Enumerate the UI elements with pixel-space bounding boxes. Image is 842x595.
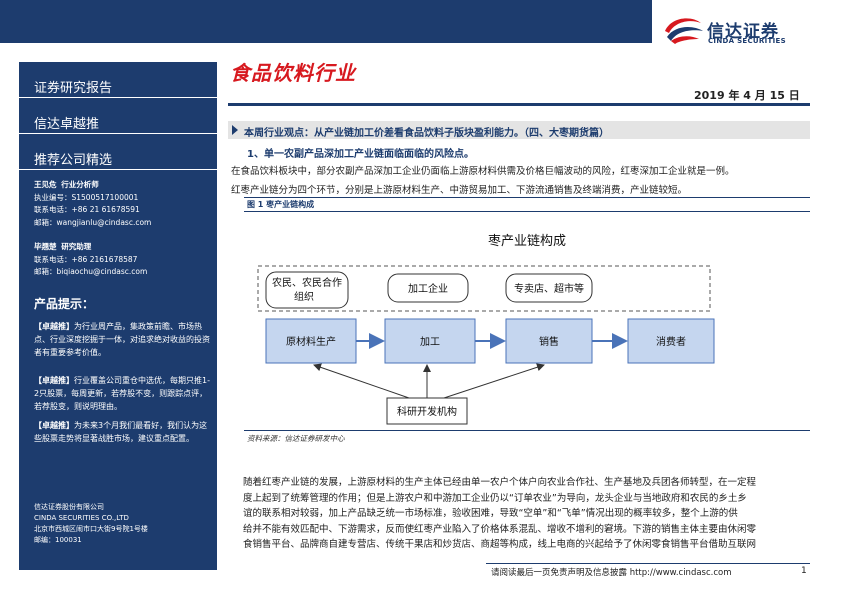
hint-text: 行业覆盖公司重仓中选优，每期只推1-2只股票，每周更新，若荐股不变，则跟踪点评，… bbox=[34, 376, 210, 411]
paragraph-line: 在食品饮料板块中，部分农副产品深加工企业仍面临上游原材料供需及价格巨幅波动的风险… bbox=[231, 166, 735, 177]
actor-label-farmers-2: 组织 bbox=[294, 290, 314, 303]
company-name-cn: 信达证券股份有限公司 bbox=[34, 503, 104, 511]
logo-english-text: CINDA SECURITIES bbox=[708, 37, 786, 45]
author-block-1: 王见危 行业分析师 执业编号：S1500517100001 联系电话：+86 2… bbox=[34, 179, 151, 229]
logo-chinese-text: 信达证券 bbox=[707, 22, 779, 42]
company-street: 北京市西城区闹市口大街9号院1号楼 bbox=[34, 525, 148, 533]
header-rule bbox=[228, 103, 810, 106]
author-block-2: 毕翘楚 研究助理 联系电话：+86 2161678587 邮箱：biqiaoch… bbox=[34, 241, 147, 279]
author-name: 王见危 bbox=[34, 180, 57, 189]
company-address: 信达证券股份有限公司 CINDA SECURITIES CO.,LTD 北京市西… bbox=[34, 502, 148, 546]
actor-box-processor bbox=[387, 273, 469, 303]
viewpoint-text: 本周行业观点：从产业链加工价差看食品饮料子版块盈利能力。（四、大枣期货篇） bbox=[244, 128, 609, 139]
arrow-research-to-sales bbox=[443, 363, 545, 399]
actor-label-farmers-1: 农民、农民合作 bbox=[272, 276, 342, 289]
paragraph-line: 红枣产业链分为四个环节，分别是上游原材料生产、中游贸易加工、下游流通销售及终端消… bbox=[231, 185, 688, 196]
figure-source: 资料来源：信达证券研发中心 bbox=[247, 434, 345, 443]
actors-dashed-frame bbox=[257, 265, 711, 312]
figure-caption: 图 1 枣产业链构成 bbox=[247, 200, 315, 209]
industry-title: 食品饮料行业 bbox=[230, 61, 356, 85]
body-line: 给并不能有效匹配中、下游需求，反而使红枣产业陷入了价格体系混乱、增收不增利的窘境… bbox=[243, 524, 757, 535]
figure-top-rule bbox=[244, 197, 810, 198]
actor-box-stores bbox=[505, 273, 593, 303]
hint-text: 为未来3个月我们最看好，我们认为这些股票走势将显著战胜市场，建议重点配置。 bbox=[34, 421, 208, 443]
hint-key: 【卓越推】 bbox=[34, 421, 74, 430]
arrow-right-icon bbox=[232, 125, 238, 135]
research-label: 科研开发机构 bbox=[397, 405, 457, 418]
product-hint-title: 产品提示： bbox=[34, 297, 95, 311]
footer-rule bbox=[486, 563, 810, 564]
viewpoint-banner: 本周行业观点：从产业链加工价差看食品饮料子版块盈利能力。（四、大枣期货篇） bbox=[228, 121, 810, 139]
diagram-title: 枣产业链构成 bbox=[488, 234, 566, 249]
hint-key: 【卓越推】 bbox=[34, 376, 74, 385]
body-line: 度上起到了统筹管理的作用；但是上游农户和中游加工企业仍以“订单农业”为导向，龙头… bbox=[243, 493, 747, 504]
author-role: 行业分析师 bbox=[61, 180, 99, 189]
author-name: 毕翘楚 bbox=[34, 242, 57, 251]
actor-box-farmers bbox=[265, 271, 349, 309]
company-postcode: 邮编：100031 bbox=[34, 536, 82, 544]
report-date: 2019 年 4 月 15 日 bbox=[694, 89, 800, 102]
research-box bbox=[386, 397, 468, 425]
footer-disclaimer-link[interactable]: 请阅读最后一页免责声明及信息披露 http://www.cindasc.com bbox=[491, 568, 732, 578]
author-email: 邮箱：wangjianlu@cindasc.com bbox=[34, 217, 152, 227]
author-email: 邮箱：biqiaochu@cindasc.com bbox=[34, 267, 148, 276]
product-hint-3: 【卓越推】为未来3个月我们最看好，我们认为这些股票走势将显著战胜市场，建议重点配… bbox=[34, 419, 210, 445]
stage-box-raw bbox=[265, 318, 357, 364]
hint-key: 【卓越推】 bbox=[34, 322, 74, 331]
body-line: 随着红枣产业链的发展，上游原材料的生产主体已经由单一农户个体户向农业合作社、生产… bbox=[243, 477, 757, 488]
figure-bottom-rule bbox=[244, 430, 810, 431]
author-phone: 联系电话：+86 2161678587 bbox=[34, 254, 138, 264]
author-phone: 联系电话：+86 21 61678591 bbox=[34, 205, 140, 214]
cinda-logo-icon bbox=[665, 18, 703, 44]
stage-box-processing bbox=[384, 318, 476, 364]
stage-label-raw: 原材料生产 bbox=[286, 335, 336, 348]
sidebar-title-report: 证券研究报告 bbox=[34, 81, 113, 96]
sidebar: 证券研究报告 信达卓越推 推荐公司精选 王见危 行业分析师 执业编号：S1500… bbox=[19, 62, 217, 570]
sidebar-divider bbox=[19, 97, 217, 98]
header-bar bbox=[0, 0, 652, 43]
stage-label-processing: 加工 bbox=[420, 336, 440, 348]
product-hint-2: 【卓越推】行业覆盖公司重仓中选优，每期只推1-2只股票，每周更新，若荐股不变，则… bbox=[34, 374, 210, 413]
jujube-chain-diagram: 枣产业链构成 农民、农民合作 组织 加工企业 专卖店、超市等 原材料生产 加工 … bbox=[257, 234, 715, 425]
company-name-en: CINDA SECURITIES CO.,LTD bbox=[34, 514, 129, 522]
body-line: 食销售平台、品牌商自建专营店、传统干果店和炒货店、商超等构成，线上电商的兴起给予… bbox=[243, 539, 757, 550]
product-hint-1: 【卓越推】为行业周产品，集政策前瞻、市场热点、行业深度挖掘于一体，对追求绝对收益… bbox=[34, 320, 210, 359]
sidebar-divider bbox=[19, 169, 217, 170]
stage-label-sales: 销售 bbox=[539, 335, 559, 348]
actor-label-stores: 专卖店、超市等 bbox=[514, 282, 584, 295]
actor-label-processor: 加工企业 bbox=[408, 282, 448, 295]
figure-caption-rule bbox=[244, 211, 810, 212]
sidebar-divider bbox=[19, 133, 217, 134]
sidebar-title-recommend: 信达卓越推 bbox=[34, 117, 100, 132]
section-heading: 1、单一农副产品深加工产业链面临面临的风险点。 bbox=[247, 149, 474, 160]
page-number: 1 bbox=[801, 566, 807, 576]
cinda-logo: 信达证券 CINDA SECURITIES bbox=[661, 15, 811, 47]
stage-label-consumer: 消费者 bbox=[656, 335, 686, 348]
body-line: 谊的联系相对较弱，加上产品缺乏统一市场标准，验收困难，导致“空单”和“飞单”情况… bbox=[243, 508, 738, 519]
author-id: 执业编号：S1500517100001 bbox=[34, 192, 139, 202]
stage-box-consumer bbox=[627, 318, 715, 364]
hint-text: 为行业周产品，集政策前瞻、市场热点、行业深度挖掘于一体，对追求绝对收益的投资者有… bbox=[34, 322, 210, 357]
stage-box-sales bbox=[505, 318, 593, 364]
author-role: 研究助理 bbox=[61, 242, 92, 251]
sidebar-title-picks: 推荐公司精选 bbox=[34, 153, 113, 168]
arrow-research-to-raw bbox=[313, 363, 410, 399]
